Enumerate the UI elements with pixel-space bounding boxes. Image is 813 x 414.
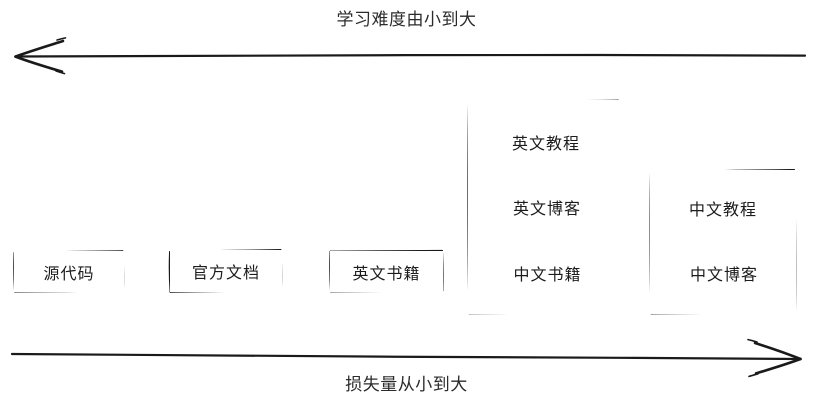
node-label: 中文书籍: [513, 264, 582, 284]
node-english-tutorial[interactable]: 英文教程: [490, 123, 602, 160]
bottom-axis-arrow: [10, 338, 802, 378]
top-axis-label: 学习难度由小到大: [336, 10, 477, 30]
node-label: 源代码: [43, 263, 95, 283]
node-official-docs[interactable]: 官方文档: [170, 250, 282, 292]
node-source-code[interactable]: 源代码: [14, 251, 124, 292]
node-chinese-books[interactable]: 中文书籍: [491, 254, 604, 291]
node-label: 英文教程: [511, 133, 580, 153]
bottom-axis-label: 损失量从小到大: [345, 375, 468, 395]
node-chinese-tutorial[interactable]: 中文教程: [668, 190, 778, 226]
group-chinese: 中文教程 中文博客: [650, 170, 796, 314]
node-label: 英文书籍: [352, 263, 421, 283]
top-axis-arrow: [14, 37, 807, 75]
node-label: 英文博客: [512, 199, 581, 218]
node-label: 官方文档: [191, 263, 260, 282]
group-english-mid: 英文教程 英文博客 中文书籍: [468, 100, 621, 314]
node-english-blog[interactable]: 英文博客: [491, 189, 603, 225]
node-label: 中文教程: [688, 200, 757, 219]
node-chinese-blog[interactable]: 中文博客: [669, 255, 779, 291]
node-label: 中文博客: [689, 265, 758, 284]
node-english-books[interactable]: 英文书籍: [330, 251, 443, 292]
